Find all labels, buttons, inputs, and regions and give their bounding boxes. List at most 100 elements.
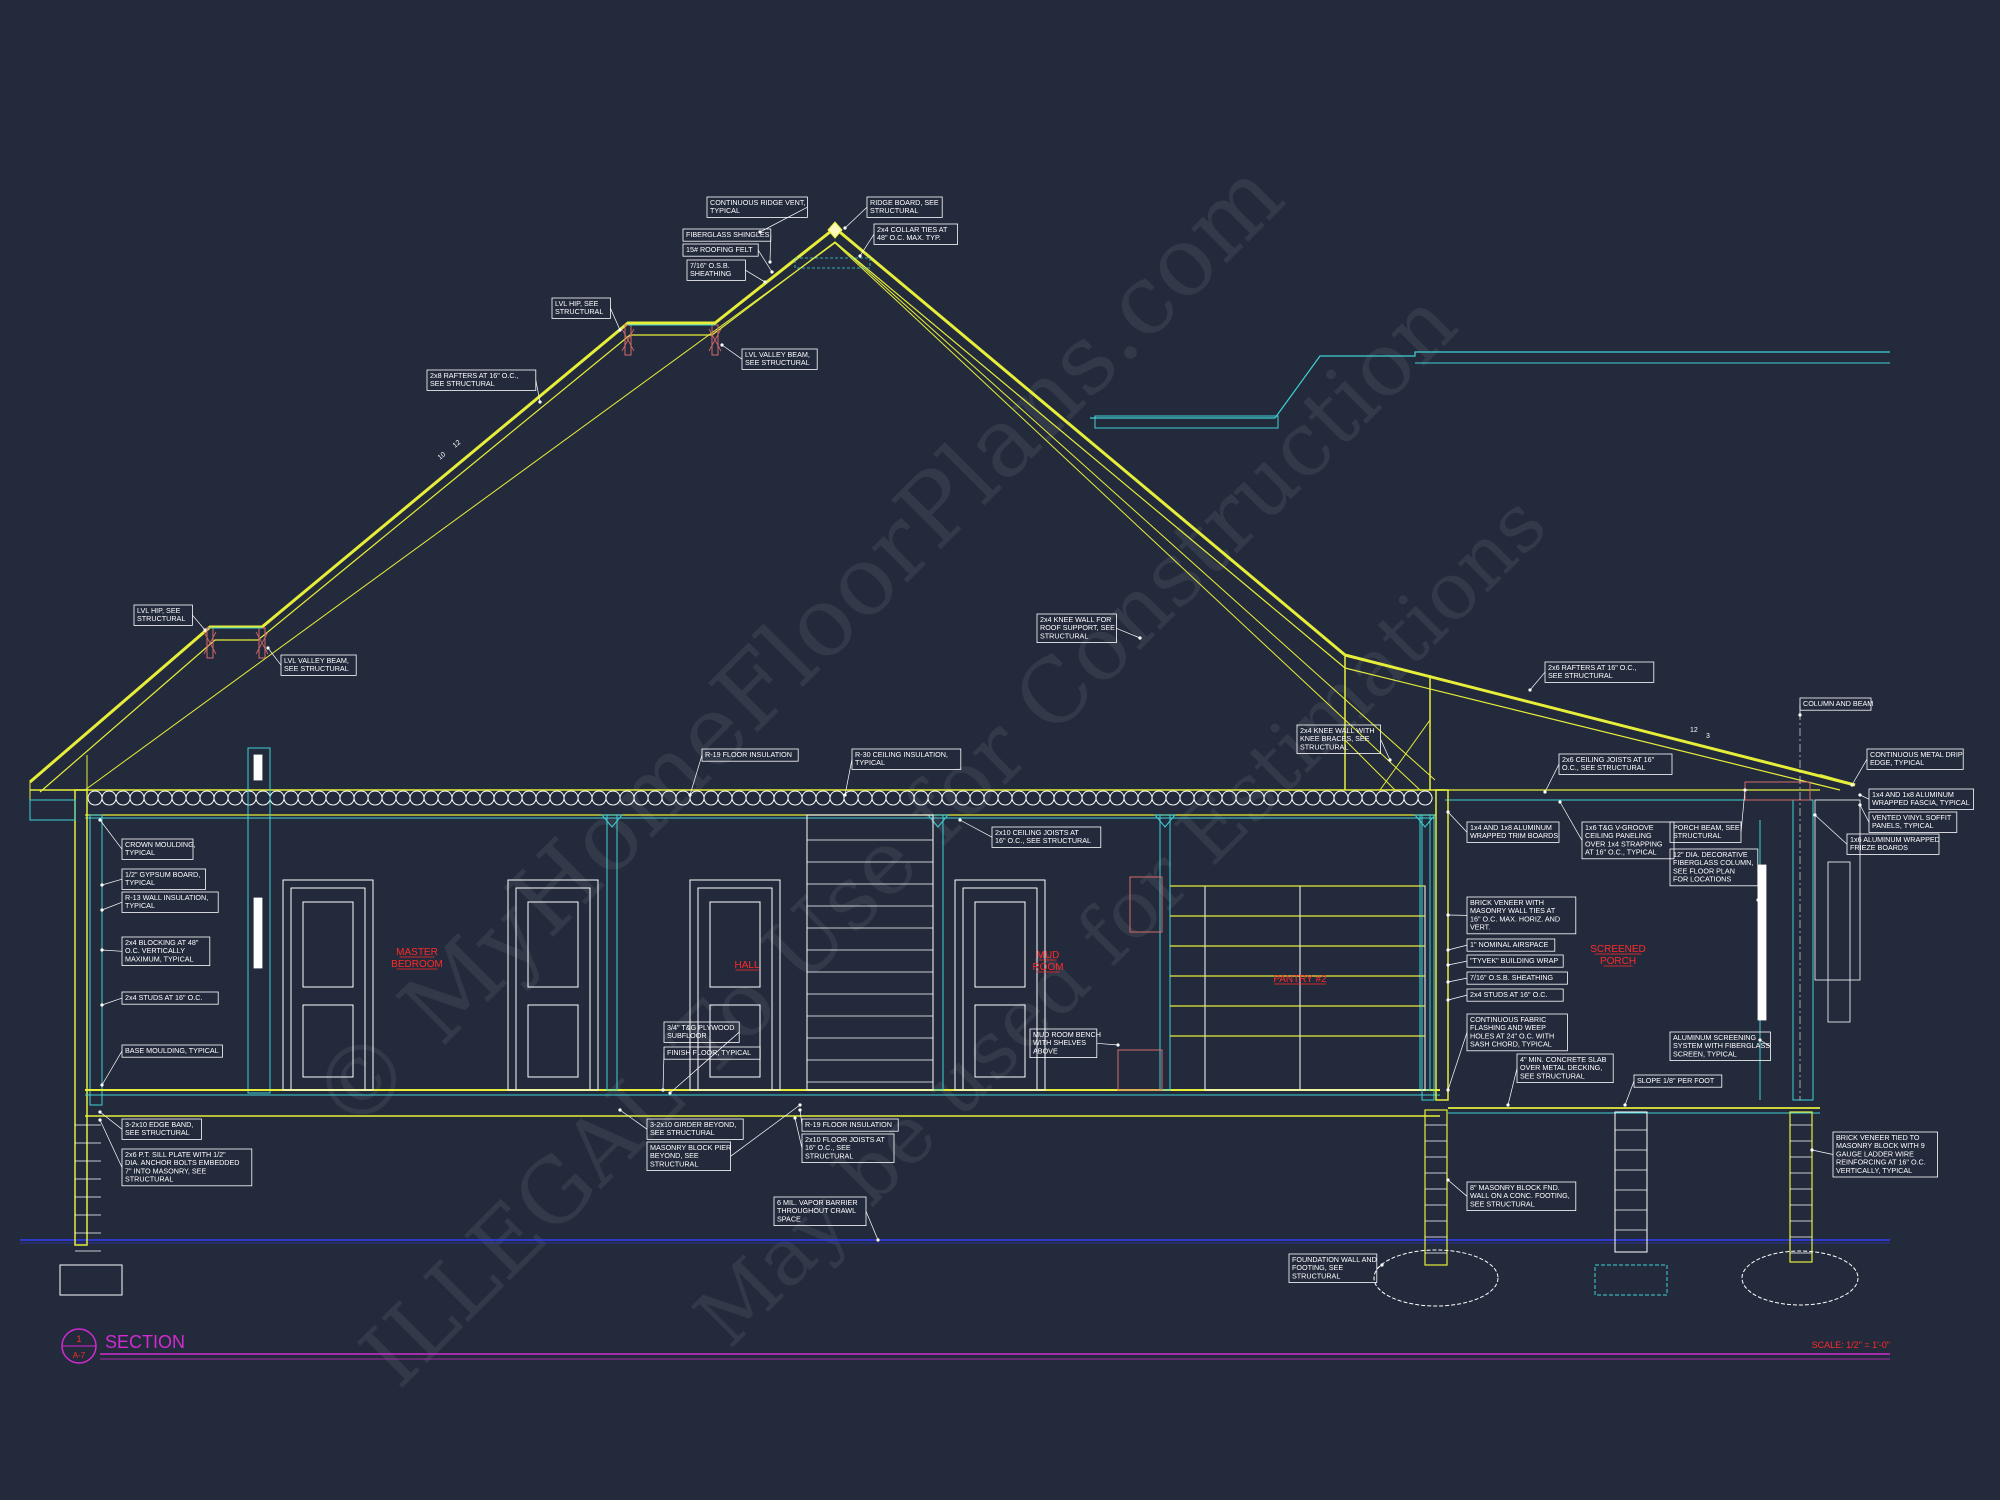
note-tyvek: "TYVEK" BUILDING WRAP	[1466, 954, 1564, 968]
note-box	[1832, 1131, 1938, 1178]
roof-beyond-line	[1090, 351, 1890, 419]
note-box	[1866, 748, 1964, 770]
note-box	[121, 1148, 253, 1187]
room-label-pantry: PANTRY #2	[1273, 974, 1327, 985]
leader-arrow	[1798, 713, 1802, 717]
room-label-master: MASTER	[396, 947, 438, 958]
room-label-mudroom: ROOM	[1032, 962, 1063, 973]
leader-arrow	[1743, 788, 1747, 792]
note-text: LVL HIP, SEE	[555, 299, 599, 308]
note-rafters-porch: 2x6 RAFTERS AT 16" O.C.,SEE STRUCTURAL	[1544, 661, 1655, 683]
note-text: 48" O.C. MAX. TYP.	[877, 233, 941, 242]
leader-arrow	[668, 1091, 672, 1095]
note-text: R-19 FLOOR INSULATION	[705, 750, 792, 759]
note-text: STRUCTURAL	[650, 1159, 698, 1168]
note-text: SLOPE 1/8" PER FOOT	[1637, 1076, 1715, 1085]
leader-arrow	[798, 1103, 802, 1107]
note-text: SEE STRUCTURAL	[1520, 1071, 1585, 1080]
note-text: STRUCTURAL	[870, 206, 918, 215]
leader-line	[535, 380, 541, 403]
leader-arrow	[843, 793, 847, 797]
note-text: 1x6 T&G V-GROOVE	[1585, 823, 1654, 832]
note-studs-left: 2x4 STUDS AT 16" O.C.	[121, 991, 219, 1005]
leader-arrow	[1116, 1043, 1120, 1047]
leader-line	[101, 1050, 123, 1086]
note-text: SYSTEM WITH FIBERGLASS	[1673, 1041, 1770, 1050]
note-text: 1x4 AND 1x8 ALUMINUM	[1872, 790, 1954, 799]
leader-line	[192, 614, 206, 631]
note-box	[1036, 613, 1117, 644]
note-text: CEILING PANELING	[1585, 831, 1652, 840]
note-text: 8" MASONRY BLOCK FND.	[1470, 1183, 1560, 1192]
note-text: 7/16" O.S.B.	[690, 261, 730, 270]
watermark-line: ILLEGAL To Use for Construction	[341, 271, 1476, 1406]
drawing-title: SECTION	[105, 1332, 185, 1352]
leader-arrow	[858, 254, 862, 258]
note-text: WRAPPED TRIM BOARDS	[1470, 831, 1558, 840]
ridge-cap	[827, 221, 843, 239]
leader-arrow	[793, 1116, 797, 1120]
leader-line	[1811, 1149, 1834, 1155]
note-text: 3-2x10 EDGE BAND,	[125, 1120, 193, 1129]
note-box	[1466, 954, 1564, 968]
leader-line	[1759, 1039, 1771, 1047]
note-text: STRUCTURAL	[1292, 1271, 1340, 1280]
leader-line	[101, 997, 123, 1006]
note-osb-wall: 7/16" O.S.B. SHEATHING	[1466, 971, 1568, 985]
porch-roof-tail	[1819, 774, 1856, 786]
note-box	[686, 259, 746, 281]
note-r30: R-30 CEILING INSULATION,TYPICAL	[851, 748, 962, 770]
note-box	[1466, 938, 1556, 952]
note-box	[646, 1141, 731, 1172]
note-text: 2x10 CEILING JOISTS AT	[995, 828, 1079, 837]
title-block: 1 A-7 SECTION SCALE: 1/2" = 1'-0"	[61, 1328, 1890, 1364]
note-r19-top: R-19 FLOOR INSULATION	[701, 748, 799, 762]
note-text: STRUCTURAL	[137, 614, 185, 623]
porch-foundation-wall	[1789, 1111, 1813, 1263]
note-text: "TYVEK" BUILDING WRAP	[1470, 956, 1558, 965]
note-box	[646, 1118, 744, 1140]
note-text: SEE STRUCTURAL	[1548, 671, 1613, 680]
left-stud-wall	[89, 814, 103, 1106]
leader-arrow	[1446, 998, 1450, 1002]
note-text: 2x8 RAFTERS AT 16" O.C.,	[430, 371, 519, 380]
leader-arrow	[1446, 980, 1450, 984]
note-box	[426, 369, 537, 391]
pitch-main-run: 12	[452, 439, 463, 449]
leader-arrow	[266, 646, 270, 650]
note-text: 16" O.C. MAX. HORIZ. AND	[1470, 914, 1560, 923]
leader-line	[1096, 1042, 1119, 1046]
note-box	[1288, 1253, 1378, 1284]
wall-mud-pantry-crown	[1153, 814, 1177, 828]
note-text: LVL HIP, SEE	[137, 606, 181, 615]
leader-line	[865, 1211, 879, 1241]
note-r19-bottom: R-19 FLOOR INSULATION	[801, 1118, 899, 1132]
note-slope: SLOPE 1/8" PER FOOT	[1633, 1074, 1723, 1088]
note-text: 1" NOMINAL AIRSPACE	[1470, 940, 1549, 949]
note-ceiling-joists-porch: 2x6 CEILING JOISTS AT 16"O.C., SEE STRUC…	[1558, 753, 1673, 775]
ceiling-insulation	[87, 790, 1433, 806]
room-label-master: BEDROOM	[391, 959, 443, 970]
leader-line	[1447, 1032, 1468, 1091]
leader-line	[1447, 994, 1468, 1001]
porch-side-window	[1827, 861, 1851, 1023]
leader-line	[99, 1119, 123, 1168]
pitch-porch-run: 12	[1690, 727, 1698, 734]
porch-column	[1792, 799, 1814, 1101]
leader-line	[730, 1104, 801, 1157]
left-column-light	[253, 897, 263, 969]
leader-line	[721, 344, 743, 360]
note-text: TYPICAL	[855, 758, 885, 767]
leader-arrow	[1506, 1103, 1510, 1107]
note-osb-roof: 7/16" O.S.B.SHEATHING	[686, 259, 746, 281]
note-box	[851, 748, 962, 770]
note-text: SPACE	[777, 1214, 801, 1223]
door-mudroom-leaf	[962, 887, 1038, 1091]
